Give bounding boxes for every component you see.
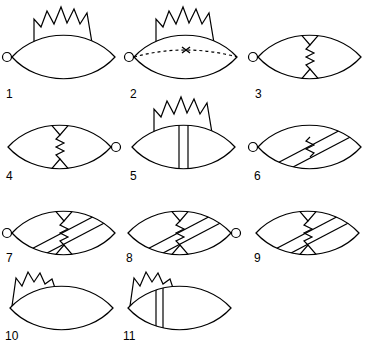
- callout-number: 1: [6, 88, 13, 100]
- fish-shape: [256, 207, 359, 263]
- fish-shape: [128, 207, 241, 263]
- callout-number: 7: [6, 252, 13, 264]
- callout-number: 11: [123, 330, 135, 342]
- fish-shape: [249, 125, 362, 177]
- fish-shape: [249, 31, 362, 83]
- fish-shape: [3, 207, 116, 263]
- callout-number: 5: [130, 170, 137, 182]
- callout-number: 10: [5, 330, 18, 342]
- fish-shape: [3, 7, 116, 79]
- callout-number: 3: [255, 88, 262, 100]
- callout-number: 8: [126, 252, 133, 264]
- fish-shape: [128, 272, 231, 338]
- fish-shape: [132, 97, 235, 177]
- callout-number: 4: [6, 170, 13, 182]
- fish-shape: [125, 7, 238, 79]
- fish-shape: [10, 272, 113, 330]
- callout-number: 2: [130, 88, 137, 100]
- callout-number: 6: [254, 170, 261, 182]
- callout-number: 9: [254, 252, 261, 264]
- fish-shape: [8, 121, 121, 173]
